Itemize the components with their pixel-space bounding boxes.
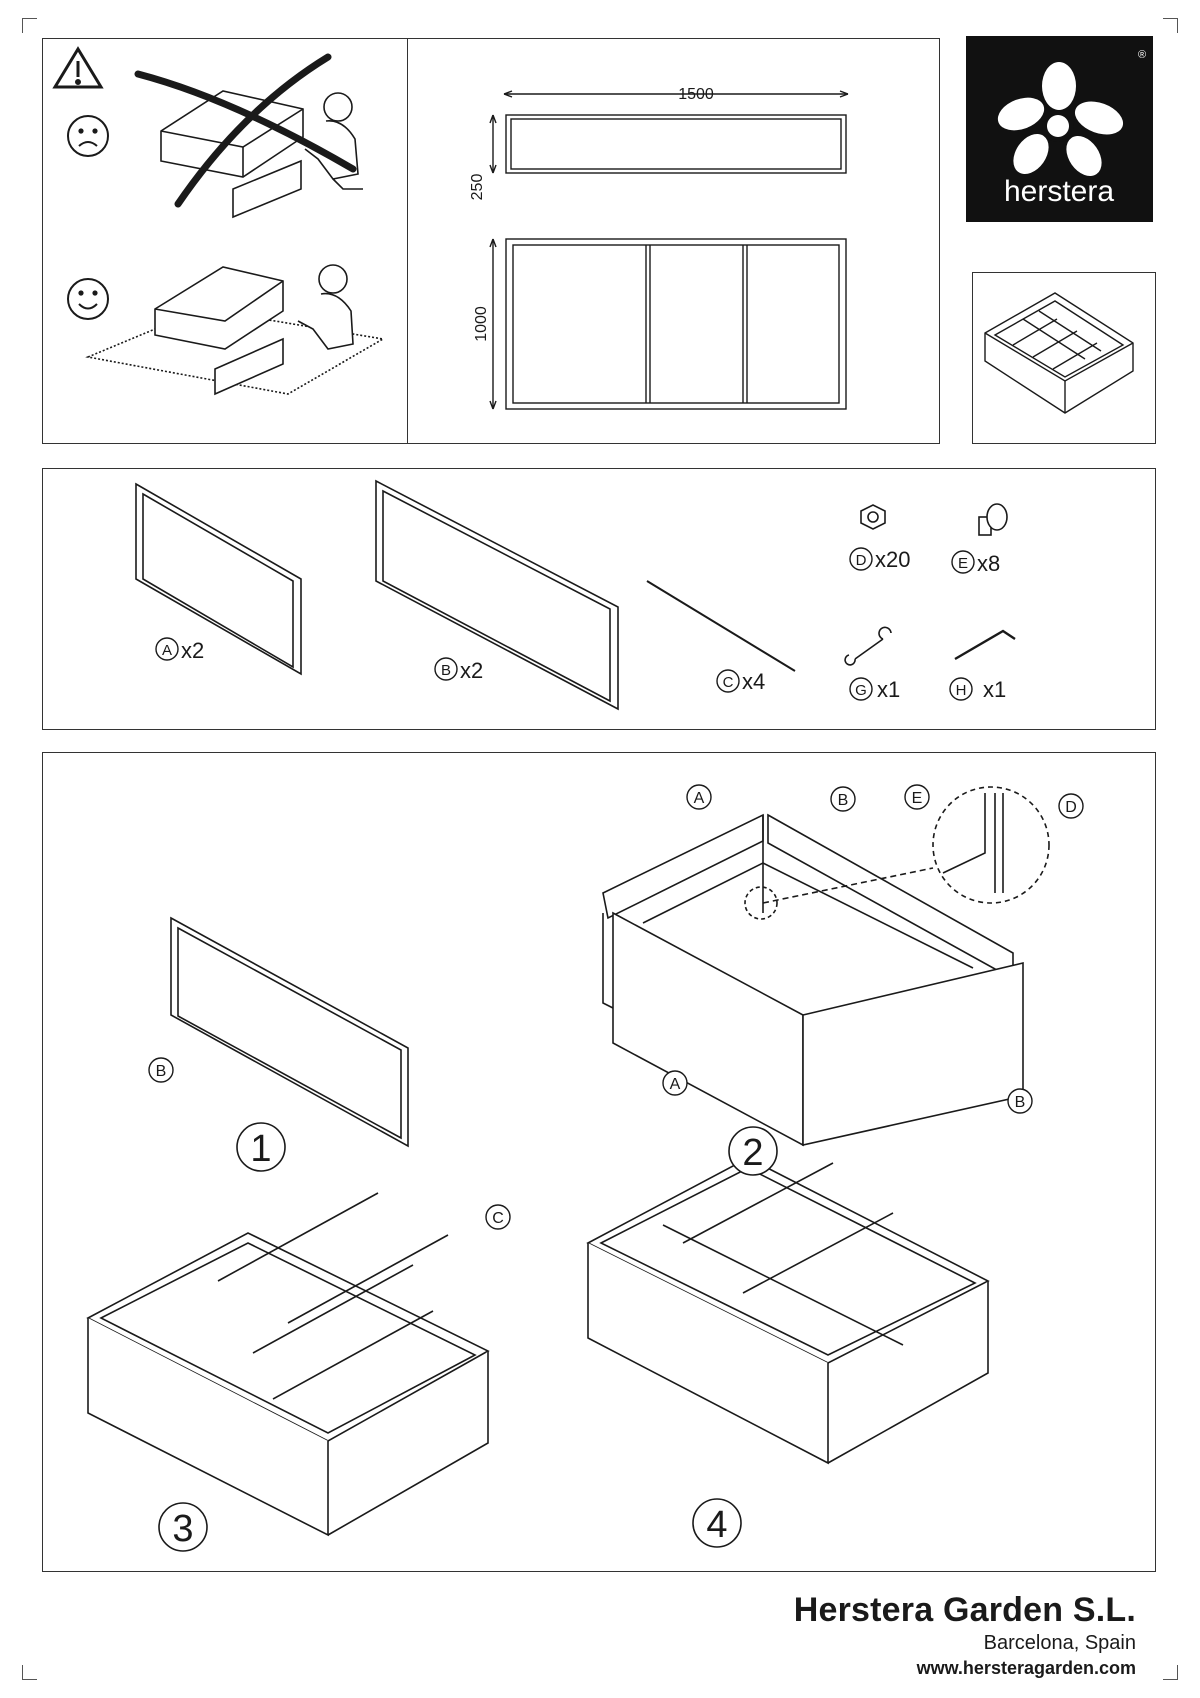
step-4-number: 4: [692, 1498, 742, 1548]
company-website: www.hersteragarden.com: [916, 1658, 1136, 1678]
callout-step1-b: B: [148, 1057, 174, 1083]
finished-box-preview: [972, 272, 1156, 444]
svg-text:D: D: [1065, 799, 1077, 816]
dimension-width-label: 1500: [678, 86, 714, 103]
svg-text:E: E: [958, 555, 968, 572]
callout-step2-d: D: [1058, 793, 1084, 819]
step-3-drawing: [86, 1192, 490, 1537]
assembly-steps-panel: B A B E D A B C: [42, 752, 1156, 1572]
step-3-number: 3: [158, 1502, 208, 1552]
svg-text:G: G: [855, 682, 867, 699]
svg-text:B: B: [156, 1063, 167, 1080]
svg-text:4: 4: [706, 1504, 727, 1546]
step-4-drawing: [586, 1157, 990, 1465]
svg-text:x2: x2: [181, 638, 204, 663]
svg-text:x1: x1: [983, 677, 1006, 702]
warning-illustration: [52, 46, 386, 396]
svg-text:x2: x2: [460, 658, 483, 683]
callout-step2-b-top: B: [830, 786, 856, 812]
step-1-number: 1: [236, 1122, 286, 1172]
warning-icon: [52, 46, 104, 89]
brand-logo: ® herstera: [966, 36, 1153, 222]
step-1-drawing: [170, 916, 409, 1148]
assembly-steps-drawings: B A B E D A B C: [86, 784, 1084, 1552]
svg-text:x1: x1: [877, 677, 900, 702]
svg-text:x20: x20: [875, 547, 910, 572]
svg-text:B: B: [1015, 1094, 1026, 1111]
flower-logo-icon: ® herstera: [997, 49, 1146, 208]
part-e-label: E x8: [951, 550, 1000, 576]
part-h-label: H x1: [949, 677, 1006, 702]
parts-panel: A x2 B x2 C x4 D x20 E x8 G x1: [42, 468, 1156, 730]
svg-text:A: A: [670, 1076, 681, 1093]
part-a-label: A x2: [155, 637, 204, 663]
callout-step2-a-bottom: A: [662, 1070, 688, 1096]
part-h-hex-key: [954, 629, 1016, 661]
part-c-label: C x4: [716, 669, 765, 694]
part-d-label: D x20: [849, 547, 910, 572]
top-view-drawing: [489, 238, 847, 410]
company-location: Barcelona, Spain: [983, 1632, 1136, 1654]
svg-text:C: C: [492, 1210, 504, 1227]
callout-step2-a-top: A: [686, 784, 712, 810]
parts-drawings: A x2 B x2 C x4 D x20 E x8 G x1: [135, 479, 1016, 711]
step-2-drawing: [602, 813, 1024, 1147]
svg-text:2: 2: [742, 1132, 763, 1174]
finished-box-drawing: [984, 292, 1134, 414]
svg-text:A: A: [162, 642, 172, 659]
svg-text:A: A: [694, 790, 705, 807]
dimensions-panel: 1500 250 1000: [407, 38, 940, 444]
logo-wordmark: herstera: [1004, 175, 1114, 208]
svg-text:H: H: [956, 682, 967, 699]
step-2-detail-inset: [744, 786, 1050, 920]
warning-panel: [42, 38, 408, 444]
part-e-bolt: [978, 503, 1008, 536]
callout-step3-c: C: [485, 1204, 511, 1230]
crop-mark-top-right: [1163, 18, 1178, 33]
callout-step2-e: E: [904, 784, 930, 810]
part-b-label: B x2: [434, 657, 483, 683]
svg-text:3: 3: [172, 1508, 193, 1550]
svg-text:D: D: [856, 552, 867, 569]
svg-text:E: E: [912, 790, 923, 807]
crop-mark-top-left: [22, 18, 37, 33]
part-c-rod: [646, 580, 796, 672]
happy-face-icon: [67, 278, 109, 320]
dimension-height-label: 250: [469, 174, 486, 201]
svg-text:C: C: [723, 674, 734, 691]
company-name: Herstera Garden S.L.: [793, 1591, 1136, 1629]
svg-text:x4: x4: [742, 669, 765, 694]
part-g-wrench: [844, 626, 892, 666]
step-2-number: 2: [728, 1126, 778, 1176]
svg-text:B: B: [441, 662, 451, 679]
crop-mark-bottom-left: [22, 1665, 37, 1680]
crop-mark-bottom-right: [1163, 1665, 1178, 1680]
callout-step2-b-bottom: B: [1007, 1088, 1033, 1114]
part-g-label: G x1: [849, 677, 900, 702]
svg-text:x8: x8: [977, 551, 1000, 576]
registered-mark: ®: [1138, 49, 1146, 61]
correct-assembly-drawing: [85, 264, 386, 396]
dimension-drawings: 1500 250 1000: [469, 86, 849, 410]
svg-text:1: 1: [250, 1128, 271, 1170]
sad-face-icon: [67, 115, 109, 157]
front-view-drawing: [489, 90, 849, 174]
dimension-depth-label: 1000: [473, 306, 490, 342]
wrong-cross-icon: [134, 53, 357, 208]
svg-text:B: B: [838, 792, 849, 809]
